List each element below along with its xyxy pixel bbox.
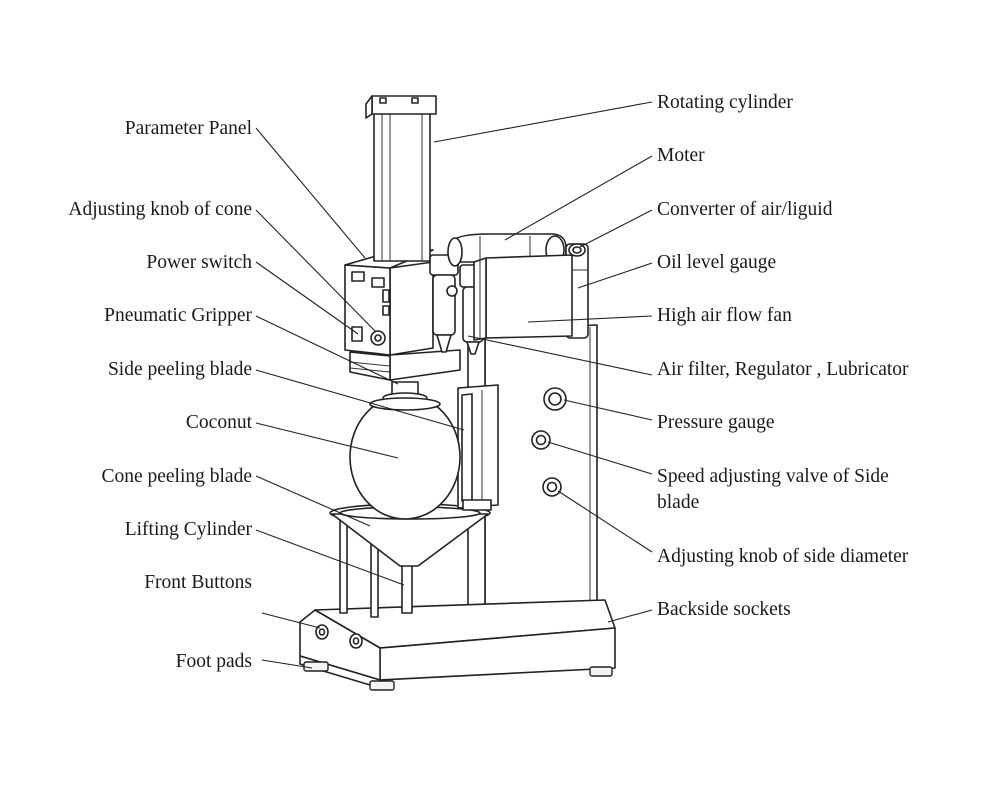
label-adjusting-knob-of-cone: Adjusting knob of cone (68, 199, 252, 220)
high-air-flow-fan (473, 254, 573, 341)
coconut (349, 394, 461, 520)
label-speed-adjusting-valve-line2: blade (657, 492, 699, 513)
label-rotating-cylinder: Rotating cylinder (657, 92, 793, 113)
right-labels: Rotating cylinder Moter Converter of air… (657, 92, 909, 620)
leader-line-power-switch (255, 261, 359, 335)
leader-line-foot-pads (261, 659, 313, 669)
label-lifting-cylinder: Lifting Cylinder (125, 519, 253, 540)
leader-line-high-air-flow-fan (527, 315, 653, 323)
left-labels: Parameter Panel Adjusting knob of cone P… (68, 118, 252, 672)
pressure-gauge (543, 387, 567, 411)
label-foot-pads: Foot pads (176, 651, 252, 672)
leader-line-pneumatic-gripper (255, 315, 399, 385)
label-speed-adjusting-valve: Speed adjusting valve of Side (657, 466, 889, 487)
leader-line-air-filter (467, 335, 653, 376)
leader-line-converter (579, 209, 653, 248)
leader-line-lifting-cylinder (255, 529, 405, 586)
label-cone-peeling-blade: Cone peeling blade (101, 466, 252, 487)
leader-line-speed-adjusting-valve (547, 441, 653, 475)
label-adjusting-knob-side-diameter: Adjusting knob of side diameter (657, 546, 909, 567)
side-blade-assembly (457, 384, 499, 511)
leader-line-moter (504, 155, 653, 241)
foot-pads (303, 661, 613, 691)
label-pressure-gauge: Pressure gauge (657, 412, 775, 433)
adjusting-knob-cone (370, 330, 386, 346)
pneumatic-gripper (369, 381, 441, 411)
leader-line-oil-level-gauge (577, 262, 653, 289)
leader-lines (255, 101, 653, 669)
label-air-filter: Air filter, Regulator , Lubricator (657, 359, 909, 380)
adjusting-knob-side-diameter (542, 477, 562, 497)
label-moter: Moter (657, 145, 705, 166)
speed-adjusting-valve (531, 430, 551, 450)
leader-line-front-buttons (261, 612, 321, 629)
parameter-panel (349, 271, 391, 373)
machine-drawing (299, 95, 616, 691)
leader-line-cone-peeling-blade (255, 475, 371, 527)
leader-line-adjusting-knob-side-diameter (557, 490, 653, 553)
label-coconut: Coconut (186, 412, 253, 433)
leader-line-parameter-panel (255, 127, 366, 259)
base (299, 599, 616, 689)
label-high-air-flow-fan: High air flow fan (657, 305, 792, 326)
motor (447, 233, 567, 267)
label-side-peeling-blade: Side peeling blade (108, 359, 252, 380)
label-pneumatic-gripper: Pneumatic Gripper (104, 305, 252, 326)
label-backside-sockets: Backside sockets (657, 599, 791, 620)
leader-line-backside-sockets (607, 609, 653, 623)
label-parameter-panel: Parameter Panel (125, 118, 253, 139)
rotating-cylinder (365, 95, 437, 262)
leader-line-rotating-cylinder (433, 101, 653, 143)
leader-line-adjusting-knob-of-cone (255, 209, 377, 333)
label-power-switch: Power switch (146, 252, 252, 273)
leader-line-coconut (255, 422, 399, 459)
label-oil-level-gauge: Oil level gauge (657, 252, 776, 273)
leader-line-side-peeling-blade (255, 369, 465, 431)
label-front-buttons: Front Buttons (144, 572, 252, 593)
label-converter: Converter of air/liguid (657, 199, 833, 220)
leader-line-pressure-gauge (563, 399, 653, 421)
front-buttons (315, 624, 363, 649)
